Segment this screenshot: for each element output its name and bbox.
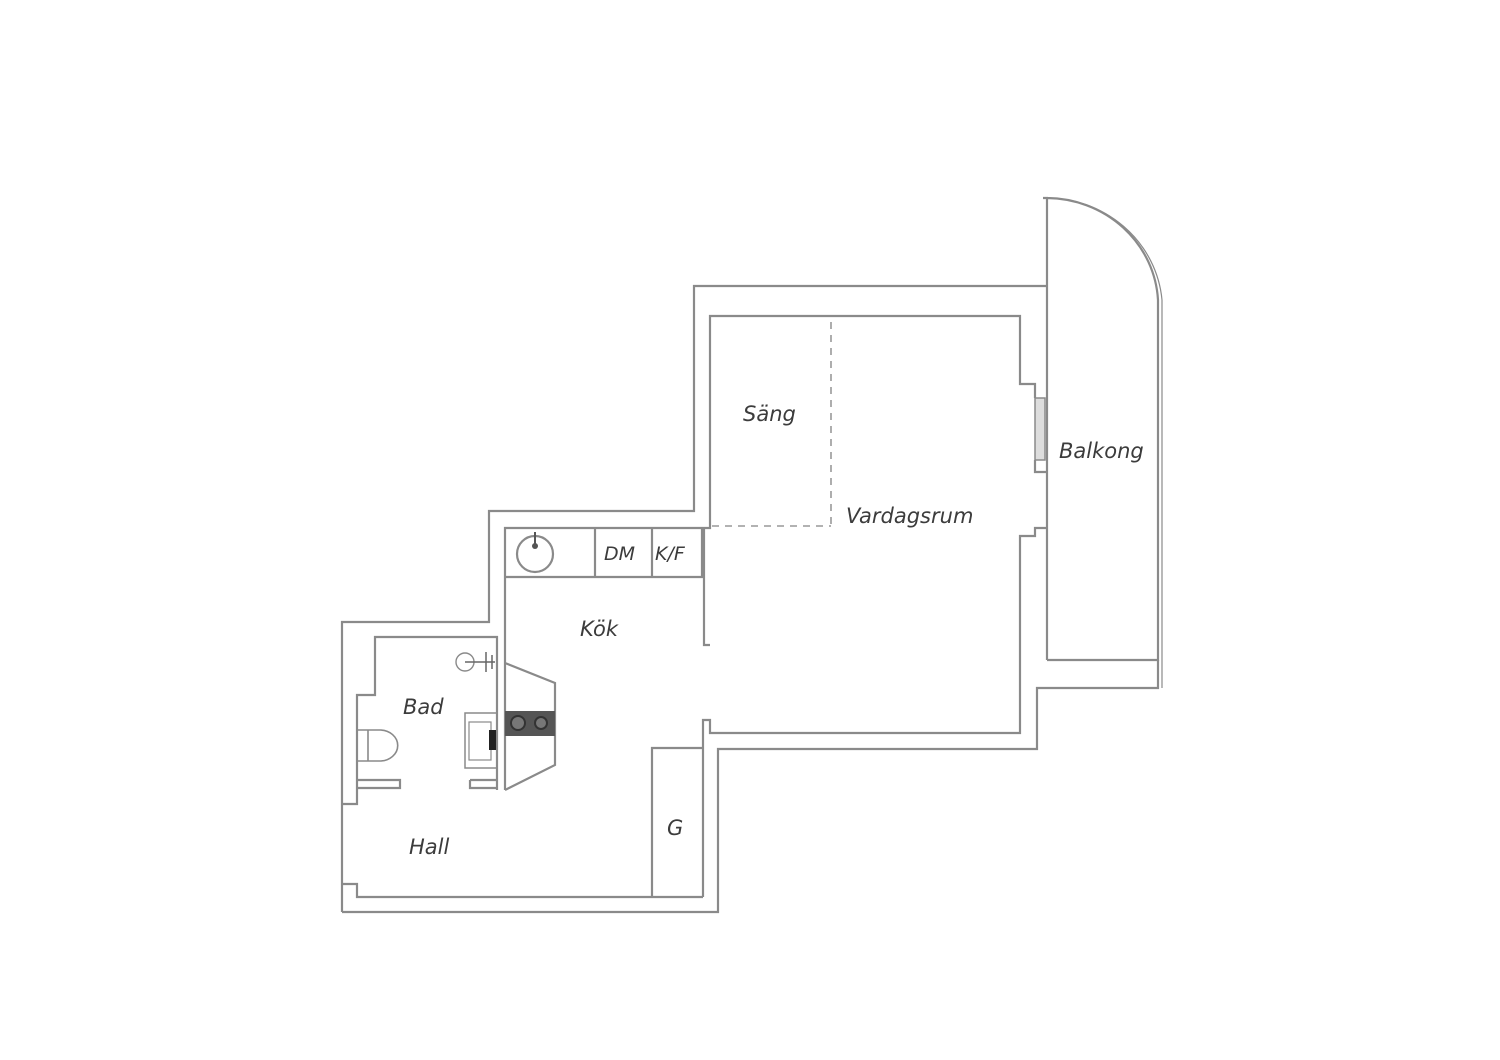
outer-wall: [340, 284, 1047, 912]
bath-wall: [342, 635, 499, 806]
wardrobe-outline: [650, 746, 703, 897]
hall-wall: [342, 882, 703, 899]
bath-wall-bottom: [357, 778, 497, 790]
label-fridge: K/F: [655, 543, 686, 565]
outer-wall-lower: [342, 660, 1160, 914]
label-living: Vardagsrum: [846, 504, 973, 528]
balcony-door: [1034, 397, 1046, 461]
toilet-icon: [357, 729, 399, 762]
balcony-railing: [1042, 197, 1163, 688]
living-wall-lower: [1033, 460, 1047, 474]
label-kitchen: Kök: [580, 617, 619, 641]
living-wall-lower2: [701, 526, 1047, 897]
living-wall: [702, 314, 1037, 647]
label-bath: Bad: [403, 695, 444, 719]
balcony-outline: [1043, 196, 1160, 662]
burner-icon: [534, 716, 548, 730]
kitchen-counter: [503, 526, 704, 790]
label-hall: Hall: [409, 835, 449, 859]
label-wardrobe: G: [667, 816, 683, 840]
label-dishwasher: DM: [604, 543, 635, 565]
label-bed: Säng: [743, 402, 796, 426]
label-balcony: Balkong: [1059, 439, 1144, 463]
washbasin-icon: [464, 712, 498, 769]
burner-icon: [510, 715, 526, 731]
